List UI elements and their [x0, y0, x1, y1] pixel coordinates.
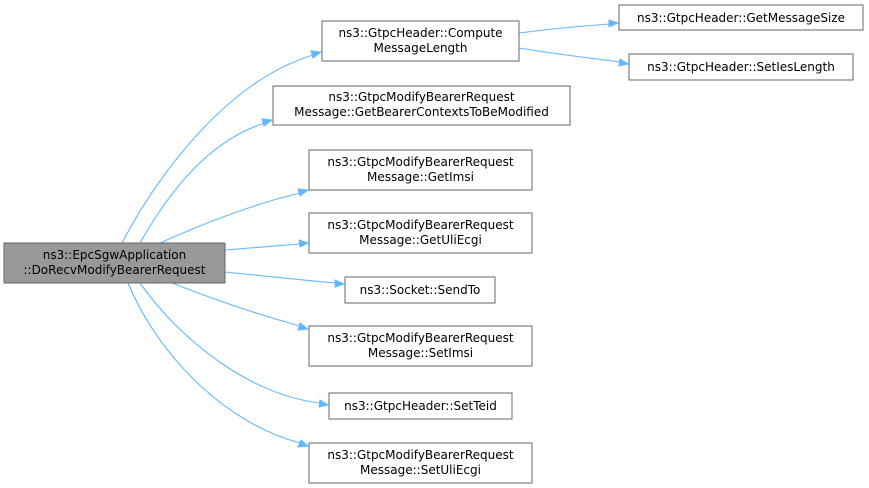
node-get-uli-ecgi[interactable]: ns3::GtpcModifyBearerRequest Message::Ge…	[308, 212, 533, 254]
edge-root-to-set-imsi	[171, 282, 301, 327]
arrowhead	[298, 239, 310, 248]
node-label-line2: MessageLength	[374, 41, 468, 55]
node-label-line1: ns3::GtpcHeader::SetIesLength	[647, 60, 835, 74]
arrowhead	[310, 50, 323, 59]
arrowhead	[618, 58, 630, 67]
node-label-line1: ns3::GtpcHeader::GetMessageSize	[637, 11, 845, 25]
arrowhead	[318, 399, 330, 408]
node-label-line1: ns3::GtpcModifyBearerRequest	[327, 448, 514, 462]
edge-root-to-send-to	[224, 271, 337, 284]
edge-root-to-compute-message-length	[121, 54, 314, 244]
node-root-line2: ::DoRecvModifyBearerRequest	[23, 263, 205, 277]
edge-root-to-set-uli-ecgi	[127, 282, 301, 444]
node-label-line1: ns3::GtpcHeader::SetTeid	[344, 399, 497, 413]
node-label-line1: ns3::GtpcHeader::Compute	[338, 26, 502, 40]
node-set-teid[interactable]: ns3::GtpcHeader::SetTeid	[328, 392, 513, 420]
arrowhead	[608, 19, 620, 28]
edge-root-to-get-uli-ecgi	[224, 243, 301, 251]
arrowhead	[334, 279, 346, 288]
arrowhead	[297, 439, 310, 448]
node-get-bearer-contexts-to-be-modified[interactable]: ns3::GtpcModifyBearerRequest Message::Ge…	[272, 85, 571, 126]
node-label-line2: Message::GetBearerContextsToBeModified	[294, 105, 549, 119]
edge-root-to-get-bearer-contexts	[139, 122, 266, 244]
node-set-imsi[interactable]: ns3::GtpcModifyBearerRequest Message::Se…	[308, 325, 533, 367]
node-send-to[interactable]: ns3::Socket::SendTo	[344, 276, 496, 304]
node-get-imsi[interactable]: ns3::GtpcModifyBearerRequest Message::Ge…	[308, 149, 533, 191]
node-label-line1: ns3::GtpcModifyBearerRequest	[327, 155, 514, 169]
node-root-line1: ns3::EpcSgwApplication	[43, 248, 186, 262]
node-compute-message-length[interactable]: ns3::GtpcHeader::Compute MessageLength	[321, 20, 520, 62]
edge-compute-to-set-ies-length	[518, 47, 621, 63]
arrowhead	[297, 322, 310, 331]
node-set-uli-ecgi[interactable]: ns3::GtpcModifyBearerRequest Message::Se…	[308, 442, 533, 484]
edge-root-to-get-imsi	[159, 192, 301, 244]
node-get-message-size[interactable]: ns3::GtpcHeader::GetMessageSize	[618, 4, 864, 31]
edge-compute-to-get-message-size	[518, 23, 611, 34]
node-set-ies-length[interactable]: ns3::GtpcHeader::SetIesLength	[628, 53, 854, 81]
node-label-line1: ns3::GtpcModifyBearerRequest	[327, 331, 514, 345]
node-label-line2: Message::SetImsi	[368, 346, 473, 360]
node-root[interactable]: ns3::EpcSgwApplication ::DoRecvModifyBea…	[3, 242, 226, 284]
node-label-line1: ns3::GtpcModifyBearerRequest	[328, 90, 515, 104]
edge-root-to-set-teid	[139, 282, 321, 404]
node-label-line2: Message::GetImsi	[367, 170, 474, 184]
node-label-line1: ns3::Socket::SendTo	[360, 283, 481, 297]
edges	[121, 19, 630, 448]
node-label-line2: Message::GetUliEcgi	[359, 233, 482, 247]
node-label-line1: ns3::GtpcModifyBearerRequest	[327, 218, 514, 232]
node-label-line2: Message::SetUliEcgi	[360, 463, 481, 477]
arrowhead	[261, 118, 274, 127]
arrowhead	[297, 188, 310, 197]
